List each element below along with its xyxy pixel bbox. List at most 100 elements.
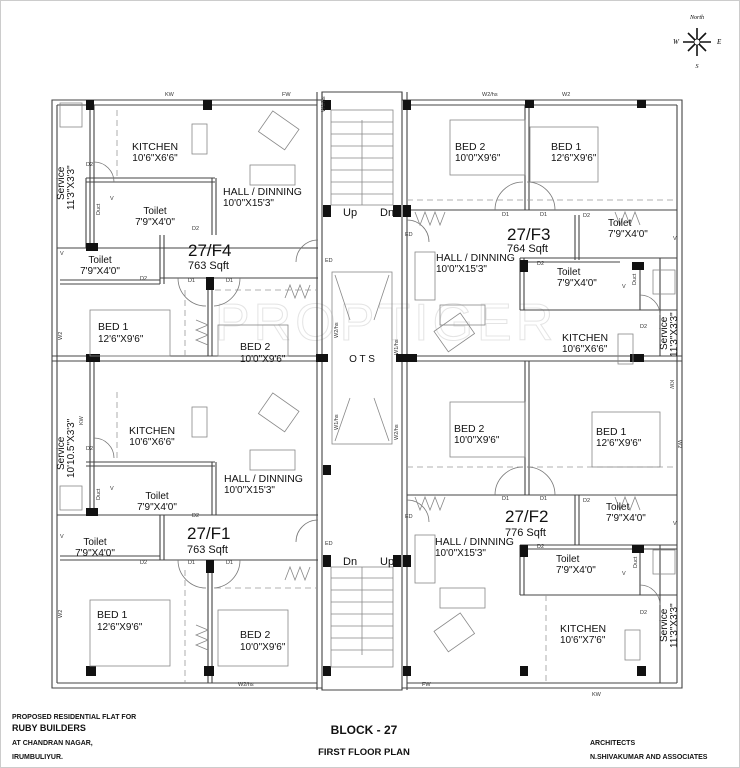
small-labels-w2hs-label: W2/hs bbox=[482, 92, 498, 98]
service-label-label: Service bbox=[659, 316, 670, 350]
small-labels-kw-label: KW bbox=[592, 692, 602, 698]
kitchen-label-label: KITCHEN bbox=[560, 623, 606, 635]
small-labels-v-label: V bbox=[110, 486, 114, 492]
f2-name-label: 27/F2 bbox=[505, 507, 548, 526]
doors bbox=[93, 110, 677, 683]
hall-label-label: HALL / DINNING bbox=[435, 536, 514, 548]
small-labels-v-label: V bbox=[60, 534, 64, 540]
toilet-a-size-label: 7'9"X4'0" bbox=[135, 217, 175, 228]
flat-f1: KITCHEN 10'6"X6'6" HALL / DINNING 10'0"X… bbox=[56, 418, 303, 653]
hall-size-label: 10'0"X15'3" bbox=[223, 198, 274, 209]
small-labels-duct-label: Duct bbox=[96, 203, 102, 215]
project-description: PROPOSED RESIDENTIAL FLAT FOR bbox=[12, 714, 136, 721]
bed1-label-label: BED 1 bbox=[97, 609, 128, 621]
title-block: PROPOSED RESIDENTIAL FLAT FOR RUBY BUILD… bbox=[12, 714, 708, 761]
small-labels-d2-label: D2 bbox=[640, 610, 647, 616]
small-labels-w1hs-label: W1/hs bbox=[321, 96, 327, 112]
columns bbox=[86, 100, 646, 676]
small-labels-v-label: V bbox=[673, 236, 677, 242]
small-labels-d2-label: D2 bbox=[537, 544, 544, 550]
hall-label-label: HALL / DINNING bbox=[224, 473, 303, 485]
f3-area-label: 764 Sqft bbox=[507, 243, 548, 255]
service-size-label: 10'10.5"X3'3" bbox=[66, 418, 77, 478]
small-labels-kw-label: KW bbox=[668, 380, 674, 390]
wardrobes bbox=[194, 210, 641, 651]
small-labels-w2hs-label: W2/hs bbox=[238, 682, 254, 688]
small-labels-d2-label: D2 bbox=[86, 446, 93, 452]
toilet-b-label-label: Toilet bbox=[606, 502, 630, 513]
bed2-label-label: BED 2 bbox=[240, 341, 271, 353]
small-labels-kw-label: KW bbox=[165, 92, 175, 98]
f1-name-label: 27/F1 bbox=[187, 524, 230, 543]
small-labels-fw-label: FW bbox=[422, 682, 431, 688]
block-title: BLOCK - 27 bbox=[331, 723, 398, 737]
architects-label: ARCHITECTS bbox=[590, 740, 635, 747]
small-labels-ed-label: ED bbox=[325, 541, 333, 547]
small-labels-w1hs-label: W1/hs bbox=[334, 414, 340, 430]
stair-up-label: Up bbox=[343, 207, 357, 219]
hall-label-label: HALL / DINNING bbox=[223, 186, 302, 198]
f3-name-label: 27/F3 bbox=[507, 225, 550, 244]
toilet-a-size-label: 7'9"X4'0" bbox=[556, 565, 596, 576]
staircase-top bbox=[330, 109, 394, 206]
small-labels-d2-label: D2 bbox=[140, 276, 147, 282]
small-labels-ed-label: ED bbox=[325, 258, 333, 264]
small-labels-d1-label: D1 bbox=[226, 278, 233, 284]
compass-south: S bbox=[696, 64, 699, 70]
kitchen-label-label: KITCHEN bbox=[129, 425, 175, 437]
bed1-label-label: BED 1 bbox=[98, 321, 129, 333]
compass-icon: North S E W bbox=[673, 15, 722, 70]
small-labels-v-label: V bbox=[622, 284, 626, 290]
small-labels-v-label: V bbox=[60, 251, 64, 257]
small-labels-d1-label: D1 bbox=[188, 560, 195, 566]
small-labels-d1-label: D1 bbox=[226, 560, 233, 566]
small-labels-w2-label: W2 bbox=[58, 332, 64, 340]
toilet-a-label-label: Toilet bbox=[557, 267, 581, 278]
address-line-2: IRUMBULIYUR. bbox=[12, 754, 63, 761]
small-labels-d2-label: D2 bbox=[140, 560, 147, 566]
service-label-label: Service bbox=[56, 436, 67, 470]
bed1-size-label: 12'6"X9'6" bbox=[98, 334, 144, 345]
small-labels-d1-label: D1 bbox=[188, 278, 195, 284]
hall-size-label: 10'0"X15'3" bbox=[436, 264, 487, 275]
toilet-a-label-label: Toilet bbox=[143, 206, 167, 217]
toilet-a-label-label: Toilet bbox=[145, 491, 169, 502]
kitchen-size-label: 10'6"X7'6" bbox=[560, 635, 606, 646]
bed2-size-label: 10'0"X9'6" bbox=[455, 153, 501, 164]
toilet-b-size-label: 7'9"X4'0" bbox=[608, 229, 648, 240]
bed2-size-label: 10'0"X9'6" bbox=[240, 642, 286, 653]
bed2-size-label: 10'0"X9'6" bbox=[240, 354, 286, 365]
toilet-b-size-label: 7'9"X4'0" bbox=[606, 513, 646, 524]
kitchen-size-label: 10'6"X6'6" bbox=[562, 344, 608, 355]
kitchen-size-label: 10'6"X6'6" bbox=[129, 437, 175, 448]
service-label-label: Service bbox=[56, 166, 67, 200]
small-labels-kw-label: KW bbox=[79, 415, 85, 425]
f4-area-label: 763 Sqft bbox=[188, 260, 229, 272]
stair-down-label: Dn bbox=[380, 207, 394, 219]
toilet-a-size-label: 7'9"X4'0" bbox=[557, 278, 597, 289]
small-labels-w2-label: W2 bbox=[676, 440, 682, 448]
bed2-label-label: BED 2 bbox=[240, 629, 271, 641]
toilet-a-size-label: 7'9"X4'0" bbox=[137, 502, 177, 513]
small-labels-d1-label: D1 bbox=[502, 212, 509, 218]
bed1-size-label: 12'6"X9'6" bbox=[551, 153, 597, 164]
builder-name: RUBY BUILDERS bbox=[12, 723, 86, 733]
watermark: PROPTIGER bbox=[215, 294, 557, 352]
small-labels-w2-label: W2 bbox=[58, 610, 64, 618]
kitchen-label-label: KITCHEN bbox=[132, 141, 178, 153]
flat-f2: BED 2 10'0"X9'6" BED 1 12'6"X9'6" 27/F2 … bbox=[435, 423, 680, 648]
f4-name-label: 27/F4 bbox=[188, 241, 231, 260]
ots-shaft bbox=[331, 271, 393, 445]
small-labels-v-label: V bbox=[673, 521, 677, 527]
small-labels-w2-label: W2 bbox=[562, 92, 570, 98]
plan-title: FIRST FLOOR PLAN bbox=[318, 747, 410, 758]
toilet-a-label-label: Toilet bbox=[556, 554, 580, 565]
bed2-size-label: 10'0"X9'6" bbox=[454, 435, 500, 446]
small-labels-d1-label: D1 bbox=[540, 212, 547, 218]
compass-west: W bbox=[673, 38, 680, 46]
small-labels-fw-label: FW bbox=[282, 92, 291, 98]
small-labels-d2-label: D2 bbox=[192, 513, 199, 519]
bed2-label-label: BED 2 bbox=[454, 423, 485, 435]
small-labels-v-label: V bbox=[110, 196, 114, 202]
